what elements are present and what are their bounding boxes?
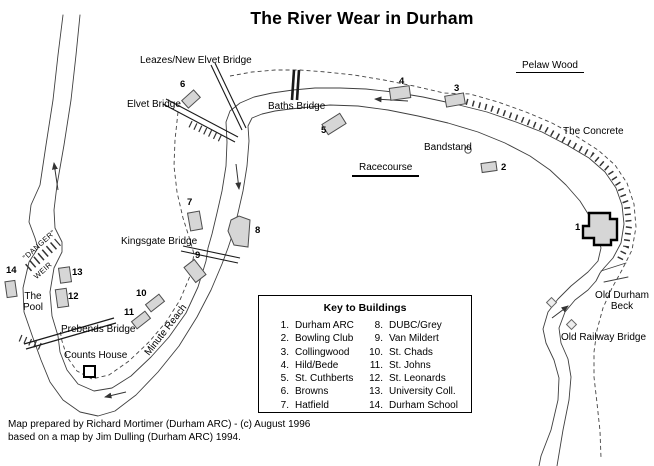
label-pelaw-wood: Pelaw Wood <box>516 60 584 73</box>
label-prebends-bridge: Prebends Bridge <box>61 324 136 335</box>
building-marker-2: 2 <box>501 162 507 173</box>
building-9-van-mildert <box>183 258 207 284</box>
river-bank-west-outer <box>22 14 602 466</box>
label-kingsgate-bridge: Kingsgate Bridge <box>121 236 198 247</box>
key-title: Key to Buildings <box>323 302 407 314</box>
building-5-st-cuthberts <box>321 112 347 136</box>
key-item: 13.University Coll. <box>369 386 456 398</box>
label-the-concrete: The Concrete <box>563 126 624 137</box>
key-item: 9.Van Mildert <box>374 333 439 345</box>
building-marker-5: 5 <box>321 125 327 136</box>
building-13-university-coll <box>57 266 73 284</box>
building-marker-3: 3 <box>454 83 460 94</box>
key-item: 5.St. Cuthberts <box>280 373 354 385</box>
building-2-bowling-club <box>480 160 498 174</box>
key-column-1: 1.Durham ARC 2.Bowling Club 3.Collingwoo… <box>273 319 365 412</box>
towpath-peninsula <box>59 111 195 380</box>
key-item: 7.Hatfield <box>280 399 329 411</box>
key-item: 1.Durham ARC <box>280 320 354 331</box>
building-14-durham-school <box>4 279 18 299</box>
key-item: 14.Durham School <box>369 399 458 411</box>
key-item: 11.St. Johns <box>369 359 431 371</box>
building-marker-8: 8 <box>255 225 261 236</box>
prebends-weir-hatch <box>18 334 46 352</box>
building-8-dubc-grey <box>227 215 251 248</box>
building-marker-11: 11 <box>124 307 135 318</box>
building-marker-7: 7 <box>187 197 193 208</box>
label-old-railway-bridge: Old Railway Bridge <box>561 332 647 343</box>
key-item: 3.Collingwood <box>280 346 350 358</box>
key-item: 8.DUBC/Grey <box>374 320 442 331</box>
building-1-durham-arc <box>581 211 619 247</box>
building-6-browns <box>181 89 201 109</box>
counts-house-square <box>83 365 96 378</box>
building-marker-14: 14 <box>6 265 17 276</box>
page-title: The River Wear in Durham <box>250 8 474 28</box>
building-marker-13: 13 <box>72 267 83 278</box>
key-column-2: 8.DUBC/Grey 9.Van Mildert 10.St. Chads 1… <box>367 319 458 412</box>
leazes-new-elvet-bridge-lines <box>210 62 247 131</box>
railway-abutment-diamond-west <box>545 296 558 309</box>
key-item: 6.Browns <box>280 386 329 398</box>
label-elvet-bridge: Elvet Bridge <box>127 99 181 110</box>
building-12-st-leonards <box>54 287 70 309</box>
prebends-bridge-lines <box>23 317 117 350</box>
building-marker-10: 10 <box>136 288 147 299</box>
kingsgate-bridge-lines <box>180 245 241 264</box>
building-marker-6: 6 <box>180 79 186 90</box>
building-11-st-johns <box>130 310 152 330</box>
building-marker-12: 12 <box>68 291 79 302</box>
key-item: 10.St. Chads <box>369 346 433 358</box>
credit-line-1: Map prepared by Richard Mortimer (Durham… <box>8 419 311 430</box>
building-marker-1: 1 <box>575 222 581 233</box>
key-item: 4.Hild/Bede <box>280 359 339 371</box>
flow-arrow-old-durham <box>551 305 569 319</box>
pool-weir-hatch <box>25 238 61 272</box>
key-item: 2.Bowling Club <box>280 333 354 345</box>
building-10-st-chads <box>144 293 166 313</box>
label-racecourse: Racecourse <box>352 162 420 177</box>
label-the-pool: The Pool <box>22 291 43 313</box>
towpath-north-and-concrete <box>229 69 637 459</box>
river-bank-east-inner <box>49 14 625 466</box>
flow-arrow-north-channel <box>51 162 59 191</box>
label-baths-bridge: Baths Bridge <box>268 101 326 112</box>
key-item: 12.St. Leonards <box>369 373 446 385</box>
label-counts-house: Counts House <box>64 350 128 361</box>
bandstand-circle <box>464 146 472 154</box>
building-4-hild-bede <box>388 85 412 101</box>
railway-abutment-diamond-east <box>565 318 578 331</box>
key-to-buildings-box: Key to Buildings 1.Durham ARC 2.Bowling … <box>258 295 472 413</box>
elvet-weir-hatch <box>188 120 226 144</box>
label-bandstand: Bandstand <box>424 142 472 153</box>
flow-arrow-elvet-reach <box>235 163 242 190</box>
old-durham-beck-channel <box>600 262 629 283</box>
building-7-hatfield <box>186 210 204 232</box>
label-old-durham-beck: Old Durham Beck <box>595 290 649 312</box>
building-marker-4: 4 <box>399 76 405 87</box>
building-3-collingwood <box>444 92 466 108</box>
flow-arrow-minute-reach <box>104 391 127 399</box>
label-leazes-new-elvet-bridge: Leazes/New Elvet Bridge <box>140 55 252 66</box>
baths-bridge-lines <box>290 69 301 101</box>
elvet-bridge-lines <box>162 98 239 143</box>
credit-line-2: based on a map by Jim Dulling (Durham AR… <box>8 432 241 443</box>
building-marker-9: 9 <box>195 250 201 261</box>
